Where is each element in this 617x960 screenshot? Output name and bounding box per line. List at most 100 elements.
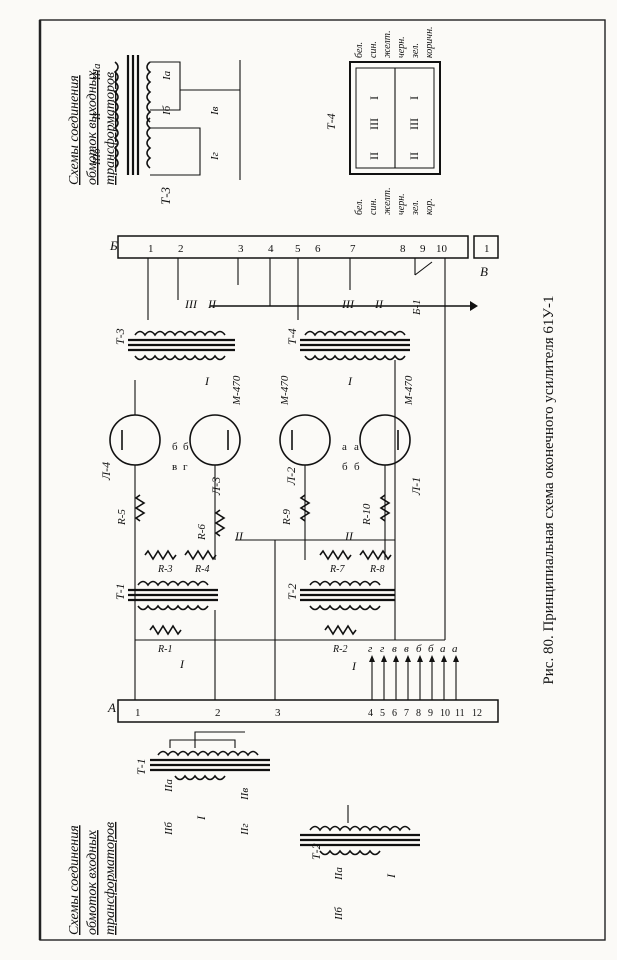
resistor-r8: R-8 — [369, 564, 384, 575]
a-pin-7: 7 — [404, 708, 409, 719]
t4-box-winding-III-bottom: III — [407, 118, 421, 130]
wire-color-top-4: черн. — [396, 36, 407, 58]
t2-sketch-winding-IIb: IIб — [333, 907, 345, 921]
t4-winding-III: III — [341, 297, 355, 311]
a-pin-4: 4 — [368, 708, 373, 719]
input-title-line-3: трансформаторов — [103, 822, 118, 935]
t2-label: Т-2 — [285, 583, 299, 600]
wire-color-top-6: коричн. — [424, 26, 435, 58]
output-bus — [147, 258, 478, 320]
t4-box-winding-I-bottom: I — [407, 96, 421, 100]
transformer-t1: Т-1 R-3 R-4 R-1 II I — [113, 529, 244, 671]
wire-color-bottom-1: бел. — [354, 199, 365, 215]
t1-sketch-label: Т-1 — [134, 758, 148, 775]
tube-l3-label: Л-3 — [209, 477, 223, 496]
a-pin-10: 10 — [440, 708, 450, 719]
connector-b: Б 1 2 3 4 5 6 7 8 9 10 — [109, 235, 469, 259]
t3-winding-IIIb: IIIб — [91, 148, 103, 166]
connector-b-label: Б — [109, 238, 118, 253]
t3-winding-II: II — [207, 297, 217, 311]
resistor-r3: R-3 — [157, 564, 172, 575]
tube-l1-pin-b: б — [354, 461, 360, 473]
t2-sketch-winding-I: I — [384, 873, 398, 879]
a-bus-letter-4: в — [404, 643, 409, 655]
t4-box-winding-II-bottom: II — [407, 152, 421, 160]
t4-winding-I: I — [347, 374, 353, 388]
wire-color-bottom-5: зел. — [410, 200, 421, 216]
a-pin-1: 1 — [135, 707, 141, 719]
tube-l3-pin-g: г — [183, 461, 188, 473]
t1-winding-sketch: Т-1 IIа IIб IIв IIг I — [134, 731, 270, 836]
a-bus-arrows: г г в в б б а а I — [351, 643, 459, 700]
t3-winding-Iv: Iв — [209, 106, 221, 116]
wire-color-top-1: бел. — [354, 42, 365, 58]
connector-v: 1 В — [473, 235, 499, 279]
resistor-r6: R-6 — [196, 524, 208, 541]
output-title-line-1: Схемы соединения — [67, 75, 82, 185]
resistor-r10: R-10 — [361, 503, 373, 526]
a-pin-6: 6 — [392, 708, 397, 719]
t4-box-winding-II-top: II — [367, 152, 381, 160]
a-bus-letter-3: в — [392, 643, 397, 655]
t2-winding-II: II — [344, 529, 354, 543]
tube-l4: Л-4 б в — [99, 380, 178, 481]
resistor-r4: R-4 — [194, 564, 209, 575]
figure-caption: Рис. 80. Принципиальная схема оконечного… — [541, 295, 557, 684]
t1-sketch-winding-I: I — [194, 815, 208, 821]
tube-l1: М-470 Л-1 а б — [354, 375, 423, 496]
t2-sketch-winding-IIa: IIа — [333, 867, 345, 881]
t2-sketch-label: Т-2 — [309, 843, 323, 860]
t1-sketch-winding-IIv: IIв — [239, 788, 251, 801]
b-pin-4: 4 — [268, 243, 274, 255]
t3-winding-III: III — [184, 297, 198, 311]
resistor-r1: R-1 — [157, 644, 172, 655]
t1-sketch-winding-IIb: IIб — [163, 822, 175, 836]
tube-l3-pin-b: б — [183, 441, 189, 453]
b-pin-8: 8 — [400, 243, 406, 255]
a-pin-8: 8 — [416, 708, 421, 719]
grid-resistors: R-5 R-6 R-9 R-10 — [116, 465, 391, 560]
a-pin-2: 2 — [215, 707, 221, 719]
resistor-r2: R-2 — [332, 644, 347, 655]
tubes: Л-4 б в М-470 Л-3 б г М-470 Л-2 а б М-47… — [99, 375, 423, 496]
t3-winding-sketch: Т-3 IIIа II IIIб Iа Iб Iв Iг — [91, 55, 241, 205]
transformer-t3: Т-3 III II I — [113, 297, 235, 388]
b-pin-9: 9 — [420, 243, 426, 255]
tube-l1-type: М-470 — [403, 375, 415, 406]
a-pin-11: 11 — [455, 708, 465, 719]
b-pin-1: 1 — [148, 243, 154, 255]
tube-l2-pin-b: б — [342, 461, 348, 473]
t4-box-winding-I-top: I — [367, 96, 381, 100]
output-title-line-3: трансформаторов — [103, 72, 118, 185]
t3-winding-Ib: Iб — [161, 105, 173, 116]
t4-box-winding-III-top: III — [367, 118, 381, 130]
t1-winding-II: II — [234, 529, 244, 543]
t1-sketch-winding-IIa: IIа — [163, 779, 175, 793]
a-pin-5: 5 — [380, 708, 385, 719]
a-bus-letter-5: б — [416, 643, 422, 655]
t3-winding-I: I — [204, 374, 210, 388]
b-pin-10: 10 — [436, 243, 448, 255]
input-title-line-2: обмоток входных — [85, 829, 100, 935]
t4-wiring-box: Т-4 I III II I III II бел. син. желт. че… — [324, 26, 441, 216]
switch-b1-label: Б-1 — [411, 299, 423, 316]
wire-color-bottom-2: син. — [368, 198, 379, 215]
transformer-t4: Т-4 III II I — [285, 297, 410, 388]
a-pin-12: 12 — [472, 708, 482, 719]
b-pin-5: 5 — [295, 243, 301, 255]
tube-l4-label: Л-4 — [99, 462, 113, 481]
tube-l2-type: М-470 — [279, 375, 291, 406]
input-title-line-1: Схемы соединения — [67, 825, 82, 935]
tube-l1-label: Л-1 — [409, 477, 423, 496]
tube-l3: М-470 Л-3 б г — [183, 375, 243, 496]
a-bus-letter-6: б — [428, 643, 434, 655]
a-bus-letter-1: г — [368, 643, 373, 655]
t1-label: Т-1 — [113, 583, 127, 600]
resistor-r5: R-5 — [116, 509, 128, 526]
wire-color-bottom-3: желт. — [382, 187, 393, 215]
transformer-t2: Т-2 R-7 R-8 R-2 II — [285, 529, 395, 655]
output-title-line-2: обмоток выходных — [85, 70, 100, 185]
wire-color-bottom-4: черн. — [396, 193, 407, 215]
